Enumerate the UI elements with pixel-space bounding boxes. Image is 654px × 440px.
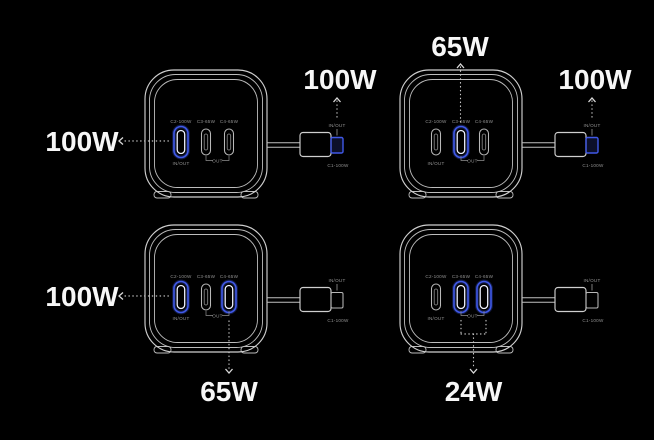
port1-inout-label: IN/OUT bbox=[427, 161, 444, 166]
out-label: OUT bbox=[212, 158, 222, 163]
usb-c-port-c4 bbox=[223, 128, 235, 156]
cable-c1-label: C1-100W bbox=[582, 318, 604, 323]
cable-plug bbox=[554, 131, 587, 158]
charger-body-outline bbox=[399, 69, 523, 198]
usb-c-connector-tip bbox=[585, 291, 599, 309]
port1-inout-label: IN/OUT bbox=[172, 316, 189, 321]
charger-face bbox=[409, 79, 513, 188]
charger-body-band bbox=[149, 74, 263, 193]
port1-inout-label: IN/OUT bbox=[172, 161, 189, 166]
charging-cable: IN/OUT C1-100W bbox=[267, 278, 349, 323]
usb-c-port-c2-active bbox=[172, 124, 190, 160]
port-label-c3: C3-65W bbox=[452, 119, 471, 124]
out-bracket bbox=[205, 311, 230, 316]
out-bracket bbox=[460, 311, 485, 316]
port-label-c3: C3-65W bbox=[197, 274, 216, 279]
port-label-c4: C4-65W bbox=[220, 119, 239, 124]
cable-c1-label: C1-100W bbox=[327, 163, 349, 168]
charger-body-outline bbox=[144, 224, 268, 353]
callout-port-power: 100W bbox=[45, 126, 119, 157]
charging-cable: IN/OUT C1-100W bbox=[267, 123, 349, 168]
usb-c-port-c4-active bbox=[475, 279, 493, 315]
arrowhead-up bbox=[333, 97, 341, 103]
usb-c-port-c2 bbox=[430, 283, 442, 311]
port-label-c4: C4-65W bbox=[220, 274, 239, 279]
charger-body-outline bbox=[144, 69, 268, 198]
arrowhead-up bbox=[456, 63, 465, 69]
usb-c-port-c3 bbox=[200, 128, 212, 156]
cable-inout-label: IN/OUT bbox=[583, 123, 600, 128]
charging-cable: IN/OUT C1-100W bbox=[522, 278, 604, 323]
callout-cable-power: 100W bbox=[558, 64, 632, 95]
scenario-c2-solo: C2-100W C3-65W C4-65W IN/OUT OUT IN/OUT … bbox=[45, 64, 377, 199]
cable-plug bbox=[554, 286, 587, 313]
charging-cable: IN/OUT C1-100W bbox=[522, 123, 604, 168]
usb-c-port-c3-active bbox=[452, 124, 470, 160]
charger-face bbox=[409, 234, 513, 343]
usb-c-port-c3 bbox=[200, 283, 212, 311]
port-label-c3: C3-65W bbox=[452, 274, 471, 279]
usb-c-connector-tip bbox=[330, 291, 344, 309]
scenario-c3-plus-cable: C2-100W C3-65W C4-65W IN/OUT OUT IN/OUT … bbox=[399, 31, 632, 199]
port1-inout-label: IN/OUT bbox=[427, 316, 444, 321]
callout-combined-power: 24W bbox=[445, 376, 503, 407]
port-label-c2: C2-100W bbox=[425, 274, 447, 279]
port-label-c2: C2-100W bbox=[170, 274, 192, 279]
scenario-c3-c4-shared: C2-100W C3-65W C4-65W IN/OUT OUT IN/OUT bbox=[399, 224, 604, 407]
port-label-c2: C2-100W bbox=[170, 119, 192, 124]
usb-c-port-c4-active bbox=[220, 279, 238, 315]
callout-port-power: 100W bbox=[45, 281, 119, 312]
out-bracket bbox=[205, 156, 230, 161]
usb-c-connector-tip bbox=[585, 136, 599, 154]
usb-c-port-c4 bbox=[478, 128, 490, 156]
arrowhead-left bbox=[118, 292, 124, 300]
callout-cable-power: 100W bbox=[303, 64, 377, 95]
arrowhead-left bbox=[118, 137, 124, 145]
usb-c-connector-tip bbox=[330, 136, 344, 154]
scenario-c2-plus-c4: C2-100W C3-65W C4-65W IN/OUT OUT IN/OUT bbox=[45, 224, 349, 407]
callout-port-power: 65W bbox=[431, 31, 489, 62]
cable-inout-label: IN/OUT bbox=[583, 278, 600, 283]
cable-inout-label: IN/OUT bbox=[328, 123, 345, 128]
out-label: OUT bbox=[467, 158, 477, 163]
arrowhead-down bbox=[469, 368, 478, 374]
usb-c-port-c2-active bbox=[172, 279, 190, 315]
port-label-c2: C2-100W bbox=[425, 119, 447, 124]
port-label-c3: C3-65W bbox=[197, 119, 216, 124]
out-bracket bbox=[460, 156, 485, 161]
arrowhead-up bbox=[588, 97, 596, 103]
cable-plug bbox=[299, 286, 332, 313]
charger-face bbox=[154, 79, 258, 188]
usb-c-port-c3-active bbox=[452, 279, 470, 315]
cable-c1-label: C1-100W bbox=[327, 318, 349, 323]
arrowhead-down bbox=[225, 368, 233, 374]
cable-plug bbox=[299, 131, 332, 158]
callout-port2-power: 65W bbox=[200, 376, 258, 407]
charger-body-band bbox=[404, 74, 518, 193]
charger-body-band bbox=[404, 229, 518, 348]
charger-face bbox=[154, 234, 258, 343]
out-label: OUT bbox=[212, 313, 222, 318]
out-label: OUT bbox=[467, 313, 477, 318]
cable-c1-label: C1-100W bbox=[582, 163, 604, 168]
charger-body-outline bbox=[399, 224, 523, 353]
port-label-c4: C4-65W bbox=[475, 274, 494, 279]
cable-inout-label: IN/OUT bbox=[328, 278, 345, 283]
charger-body-band bbox=[149, 229, 263, 348]
usb-c-port-c2 bbox=[430, 128, 442, 156]
port-label-c4: C4-65W bbox=[475, 119, 494, 124]
